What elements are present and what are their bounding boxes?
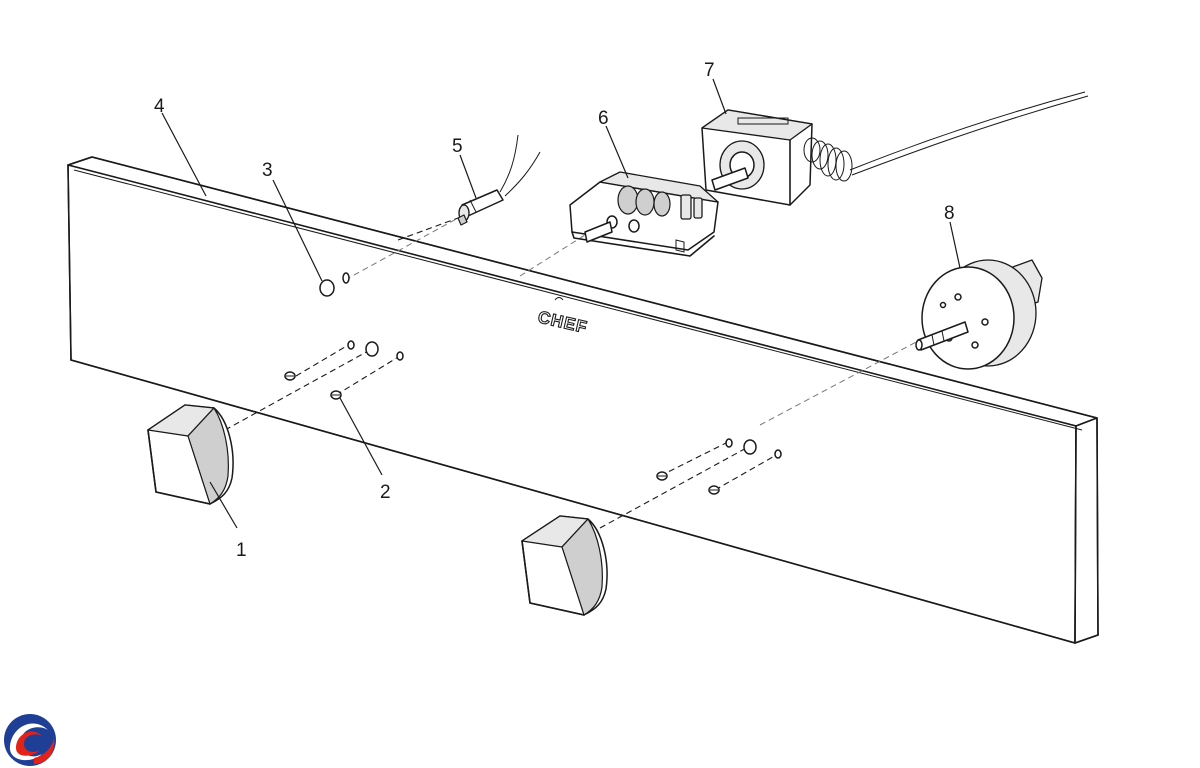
timer xyxy=(915,259,1043,370)
indicator-lens xyxy=(319,272,350,297)
control-knob-right xyxy=(521,515,608,616)
callout-8: 8 xyxy=(944,203,955,224)
swirl-logo-icon xyxy=(4,714,56,766)
screws-right xyxy=(656,438,782,495)
control-knob-left xyxy=(147,404,234,505)
callout-leaders xyxy=(161,78,961,529)
brand-hat-mark xyxy=(554,297,564,301)
thermostat xyxy=(701,91,1089,206)
callout-6: 6 xyxy=(598,108,609,129)
callout-2: 2 xyxy=(380,482,391,503)
neon-indicator-lamp xyxy=(457,134,541,226)
callout-7: 7 xyxy=(704,60,715,81)
callout-5: 5 xyxy=(452,136,463,157)
selector-switch xyxy=(569,171,719,257)
callout-1: 1 xyxy=(236,540,247,561)
callout-3: 3 xyxy=(262,160,273,181)
callout-4: 4 xyxy=(154,96,165,117)
callout-labels: 1 2 3 4 5 6 7 8 xyxy=(154,60,955,561)
assembly-guides xyxy=(224,217,921,529)
capillary-coil xyxy=(803,137,853,182)
screws-left xyxy=(284,340,404,400)
